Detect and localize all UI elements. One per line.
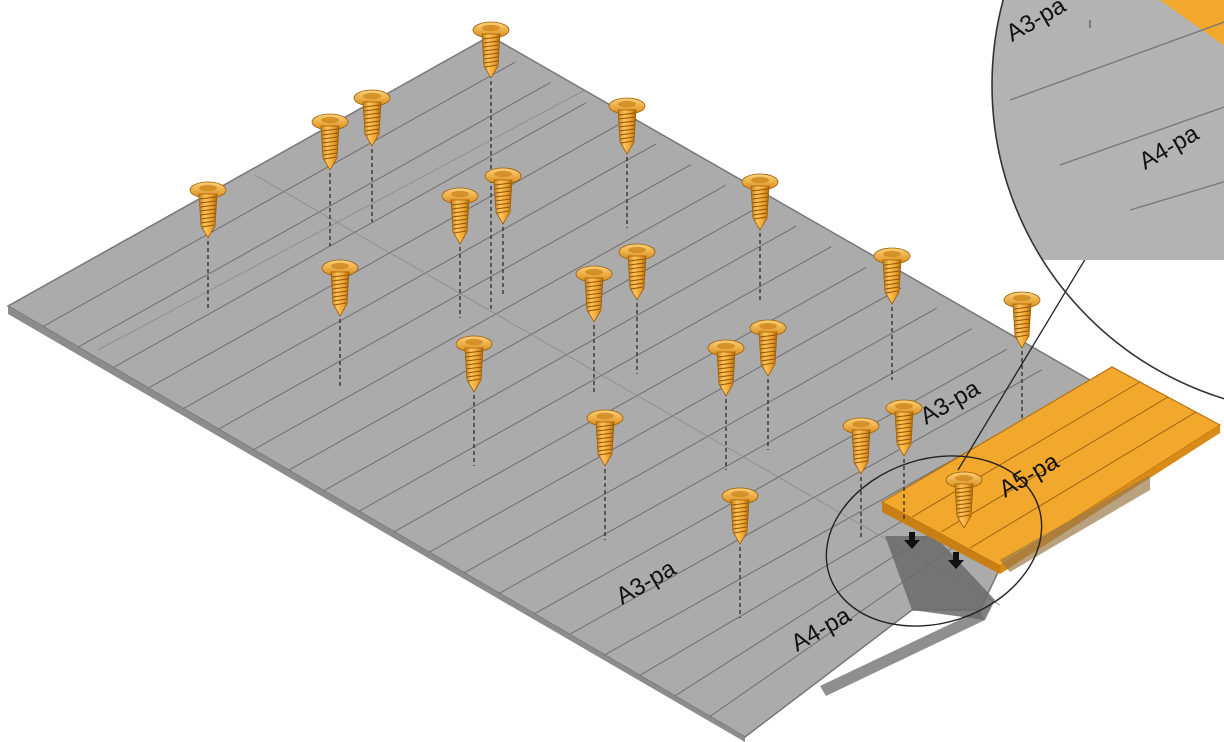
panel-seam-line [183, 143, 657, 410]
panel-seam-line [218, 164, 692, 430]
panel-seam-line [77, 82, 551, 348]
panel-seam-line [42, 61, 516, 327]
panel-seam-line [288, 205, 762, 471]
detail-magnifier [991, 0, 1224, 400]
panel-seam-line [113, 102, 586, 369]
panel-seam-line [534, 348, 1008, 615]
panel-seam-line [463, 307, 937, 574]
panel-seam-line [569, 369, 1043, 635]
panel-slot [885, 536, 995, 620]
panel-seam-line [499, 328, 972, 594]
panel-seam-line [323, 225, 797, 492]
panel-seam-line [428, 287, 902, 553]
panel-seam-line [358, 246, 832, 512]
panel-seam-line [253, 184, 727, 451]
panel-seam-line [148, 123, 621, 389]
arrow-down-icon [904, 532, 920, 549]
detail-callout-ellipse [825, 455, 1043, 627]
main-floor-panel [6, 35, 1091, 742]
arrow-down-icon [948, 552, 964, 569]
panel-seam-line [393, 266, 867, 533]
